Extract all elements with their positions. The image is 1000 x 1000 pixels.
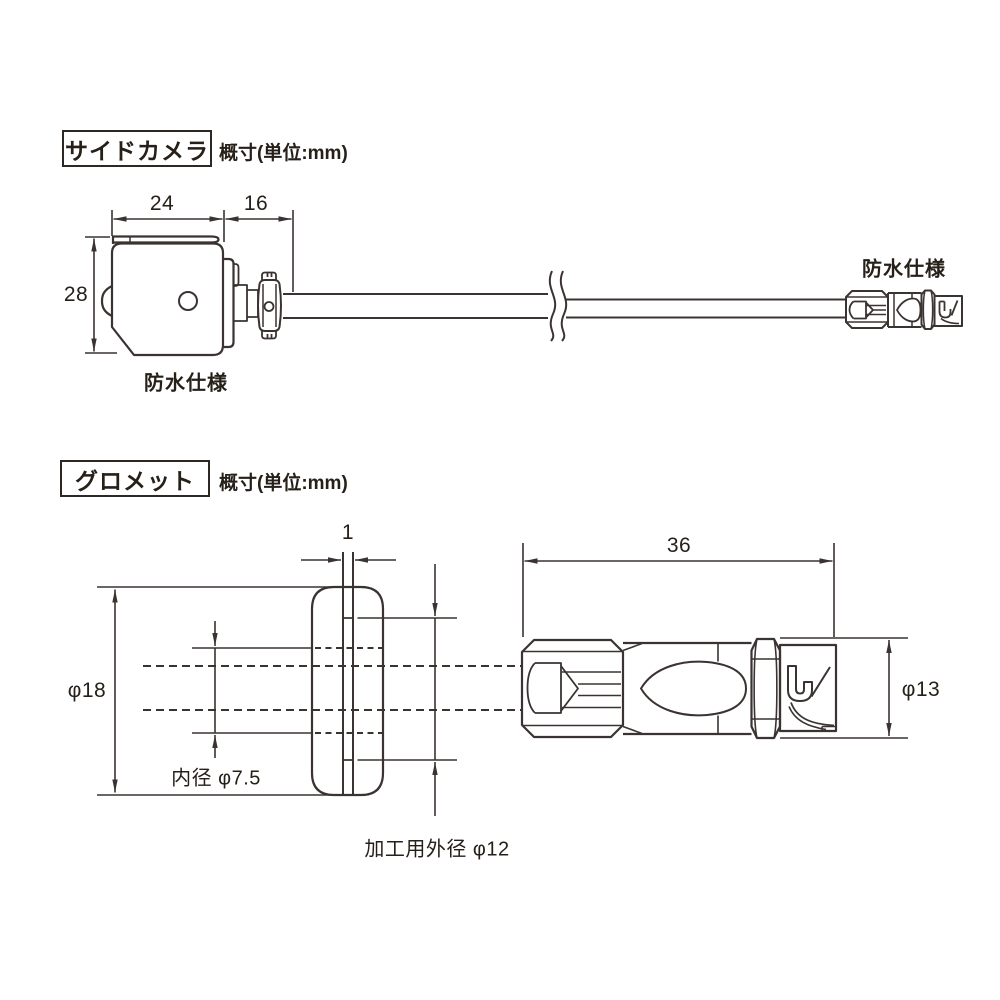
grommet-dimension-lines (97, 543, 908, 816)
waterproof-label-connector: 防水仕様 (862, 258, 946, 281)
connector-hook (787, 665, 813, 702)
grommet-groove-root (343, 617, 353, 761)
cable-hidden-line (143, 665, 522, 711)
connector-teardrop (640, 660, 747, 717)
connector-hook (938, 300, 952, 319)
grommet-outline (310, 552, 385, 797)
cable-clamp-screw (263, 301, 275, 312)
camera-rear-plate (223, 257, 235, 349)
connector-end-cap (778, 643, 838, 733)
hole-hidden-line (315, 647, 383, 734)
grommet-groove-walls (342, 552, 354, 795)
cable-clamp-ear-top (261, 271, 277, 280)
camera-screw-hole (178, 291, 198, 311)
cable-clamp-body (257, 279, 282, 332)
dimension-label-outer-diameter: φ18 (67, 679, 107, 702)
dimension-label-camera-height: 28 (63, 283, 89, 306)
connector-nut (845, 290, 889, 329)
connector-barrel (887, 292, 922, 328)
camera-section-title: サイドカメラ (65, 137, 209, 164)
cable-break-mark (559, 270, 568, 342)
grommet-unit-note: 概寸(単位:mm) (219, 473, 348, 494)
camera-top-flange (111, 235, 220, 244)
connector-barrel (623, 641, 752, 736)
cable-break-mark (548, 270, 557, 342)
dimension-label-groove-width: 1 (341, 521, 355, 544)
dimension-label-working-diameter: 加工用外径 φ12 (364, 838, 510, 861)
dimension-label-connector-diameter: φ13 (901, 678, 941, 701)
camera-stem-small (247, 289, 259, 318)
cable-end-connector-small (845, 289, 963, 330)
grommet-connector-outline (520, 637, 838, 740)
waterproof-label-camera: 防水仕様 (144, 372, 228, 395)
grommet-hidden-lines (143, 647, 522, 734)
camera-lens-bump (100, 285, 113, 317)
dimension-label-camera-connector: 16 (243, 192, 269, 215)
camera-cable (283, 270, 846, 342)
connector-teardrop (896, 297, 922, 323)
camera-unit-note: 概寸(単位:mm) (219, 143, 348, 164)
grommet-section-title: グロメット (75, 467, 195, 494)
camera-stem-large (233, 284, 248, 322)
camera-dimension-lines (85, 210, 294, 354)
dimension-label-camera-width: 24 (149, 192, 175, 215)
dimension-label-connector-length: 36 (666, 534, 692, 557)
camera-housing (110, 242, 225, 357)
cable-clamp-ribs (262, 284, 277, 327)
grommet-section-title-box: グロメット (60, 460, 210, 497)
connector-nut (520, 638, 625, 739)
grommet-capsule (310, 585, 385, 797)
cable-clamp-ear-bottom (261, 331, 277, 340)
connector-end-cap (933, 295, 963, 327)
camera-section-title-box: サイドカメラ (62, 130, 212, 167)
camera-body-outline (100, 235, 282, 357)
dimension-label-inner-diameter: 内径 φ7.5 (171, 767, 261, 790)
